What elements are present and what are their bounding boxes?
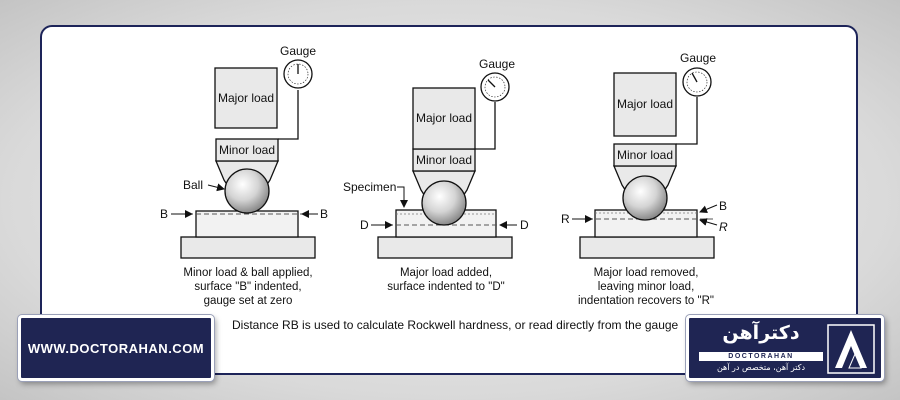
- stage1-ball-label: Ball: [183, 178, 203, 192]
- stage1-mark-right: B: [320, 207, 328, 221]
- stage3-caption-1: Major load removed,: [594, 267, 699, 279]
- brand-logo-mark-icon: [827, 324, 875, 374]
- stage2-caption-2: surface indented to "D": [387, 281, 504, 293]
- stage1-caption-1: Minor load & ball applied,: [183, 267, 312, 279]
- stage1-gauge-icon: [283, 59, 313, 89]
- stage3-caption-2: leaving minor load,: [598, 281, 695, 293]
- stage3-gauge-icon: [682, 67, 712, 97]
- stage3-gauge-label: Gauge: [680, 51, 716, 65]
- stage3-arrow-right-top: [699, 204, 718, 214]
- stage1-gauge-label: Gauge: [280, 44, 316, 58]
- stage2-base: [377, 236, 513, 259]
- stage1-major-load-box: [214, 67, 278, 129]
- stage3-gauge-linkage: [676, 97, 698, 145]
- stage2-mark-right: D: [520, 218, 529, 232]
- stage1-base: [180, 236, 316, 259]
- stage3-base: [579, 236, 715, 259]
- stage2-specimen-label: Specimen: [343, 180, 396, 194]
- stage3-mark-right-bottom: R: [719, 220, 728, 234]
- stage3-mark-left: R: [561, 212, 570, 226]
- stage2-caption-1: Major load added,: [400, 267, 492, 279]
- stage3-arrow-right-bottom: [699, 218, 718, 226]
- stage1-caption-3: gauge set at zero: [204, 295, 293, 307]
- stage3-major-load-box: [613, 72, 677, 137]
- stage2-specimen-pointer: [397, 186, 408, 208]
- stage1-specimen: [195, 210, 299, 238]
- brand-logo-badge[interactable]: دکترآهن DOCTORAHAN دکتر آهن، متخصص در آه…: [686, 315, 884, 381]
- stage3-caption-3: indentation recovers to "R": [578, 295, 714, 307]
- stage2-major-load-label: Major load: [416, 111, 472, 125]
- stage1-mark-left: B: [160, 207, 168, 221]
- stage1-gauge-linkage: [278, 90, 299, 140]
- stage1-ball: [224, 168, 270, 214]
- stage2-gauge-label: Gauge: [479, 57, 515, 71]
- stage3-ball: [622, 175, 668, 221]
- stage-2: Major load Minor load Gauge Specimen D D…: [343, 57, 529, 293]
- stage3-minor-load-label: Minor load: [617, 148, 673, 162]
- brand-logo-name: دکترآهن: [722, 322, 800, 344]
- stage2-major-load-box: [412, 87, 476, 150]
- rockwell-note: Distance RB is used to calculate Rockwel…: [232, 318, 679, 332]
- stage-3: Major load Minor load Gauge R B R Major …: [561, 51, 728, 307]
- stage1-caption-2: surface "B" indented,: [194, 281, 301, 293]
- website-url[interactable]: WWW.DOCTORAHAN.COM: [27, 340, 205, 356]
- stage-1: Major load Minor load Gauge Ball B B Min…: [160, 44, 328, 307]
- website-badge[interactable]: WWW.DOCTORAHAN.COM: [18, 315, 214, 381]
- stage3-major-load-label: Major load: [617, 97, 673, 111]
- brand-logo-latin: DOCTORAHAN: [699, 352, 823, 361]
- stage3-minor-load-box: [613, 143, 677, 167]
- stage2-ball: [421, 180, 467, 226]
- stage2-minor-load-label: Minor load: [416, 153, 472, 167]
- stage2-mark-left: D: [360, 218, 369, 232]
- stage1-ball-pointer: [207, 183, 225, 192]
- stage1-minor-load-box: [215, 138, 279, 162]
- brand-logo-tagline: دکتر آهن، متخصص در آهن: [716, 363, 806, 372]
- stage1-minor-load-label: Minor load: [219, 143, 275, 157]
- stage2-gauge-linkage: [475, 102, 496, 150]
- stage3-mark-right-top: B: [719, 199, 727, 213]
- stage1-major-load-label: Major load: [218, 91, 274, 105]
- stage2-gauge-icon: [480, 72, 510, 102]
